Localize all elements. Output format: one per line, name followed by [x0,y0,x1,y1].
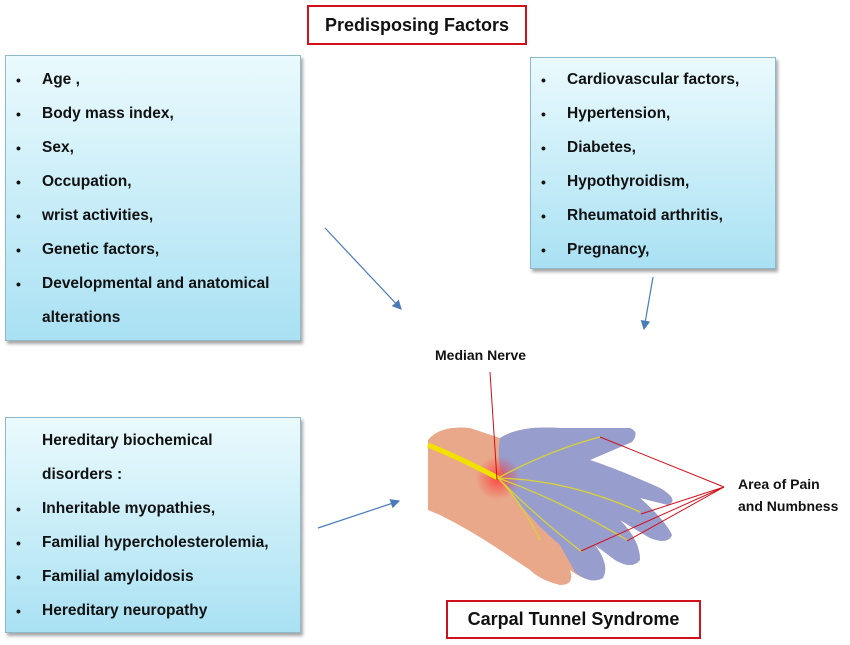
list-item: Familial amyloidosis [42,568,194,585]
list-item: Age , [42,71,80,88]
result-box: Carpal Tunnel Syndrome [446,600,701,639]
list-item: Genetic factors, [42,241,160,258]
arrow-right-top [640,276,654,331]
list-item: Pregnancy, [567,241,650,258]
list-item: Hypertension, [567,105,671,122]
title-box: Predisposing Factors [307,5,527,45]
list-item: Cardiovascular factors, [567,71,740,88]
list-item: Hereditary neuropathy [42,602,208,619]
arrow-left-bottom [317,499,401,529]
list-item: Hypothyroidism, [567,173,690,190]
list-item: Familial hypercholesterolemia, [42,534,269,551]
pain-area-label: Area of Pain [738,476,820,492]
list-item: wrist activities, [42,207,154,224]
box-heading: Hereditary biochemical [42,432,213,449]
list-item: alterations [42,309,121,326]
list-item: Inheritable myopathies, [42,500,216,517]
list-item: Diabetes, [567,139,636,156]
list-item: Rheumatoid arthritis, [567,207,723,224]
list-item: Body mass index, [42,105,174,122]
pain-area-label: and Numbness [738,498,839,514]
arrow-left-top [324,227,402,310]
list-item: Sex, [42,139,74,156]
list-item: Occupation, [42,173,132,190]
arrows [317,227,654,529]
pointer-lines [489,371,725,552]
lifestyle-factors-box: •Age , •Body mass index, •Sex, •Occupati… [5,55,301,341]
hand-illustration [427,427,673,585]
median-nerve-label: Median Nerve [435,347,527,363]
list-item: Developmental and anatomical [42,275,270,292]
hereditary-factors-box: Hereditary biochemical disorders : •Inhe… [5,417,301,633]
result-label: Carpal Tunnel Syndrome [467,609,680,629]
title: Predisposing Factors [324,14,510,35]
box-heading: disorders : [42,466,123,483]
medical-factors-box: •Cardiovascular factors, •Hypertension, … [530,57,776,269]
